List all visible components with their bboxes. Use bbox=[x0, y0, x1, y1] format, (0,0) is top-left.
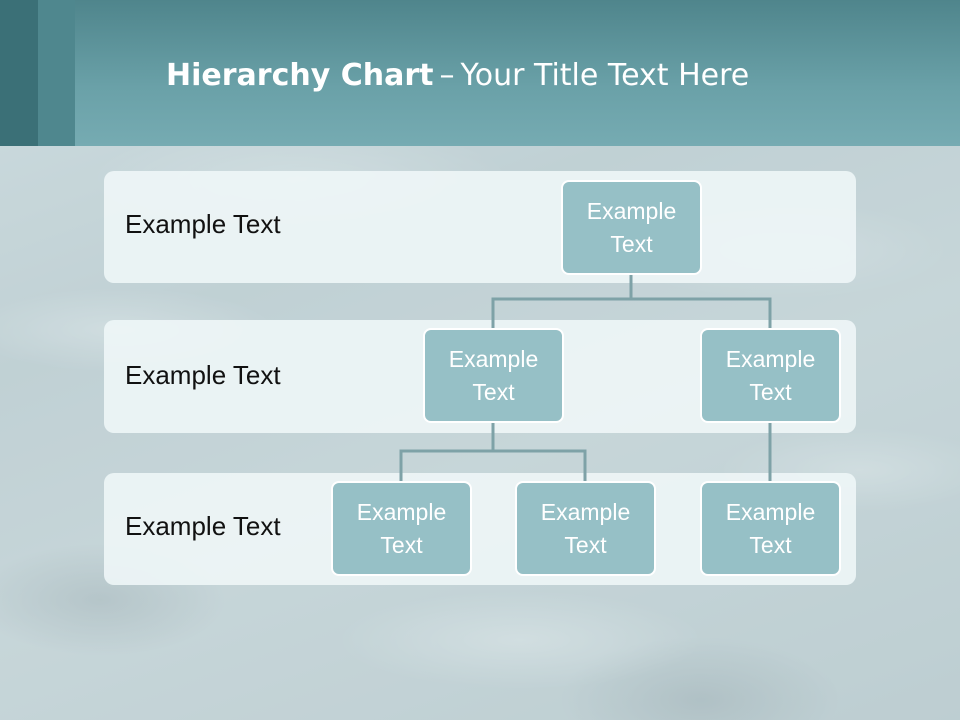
connector-midleft-to-leaves bbox=[399, 422, 587, 482]
level-2-label[interactable]: Example Text bbox=[125, 360, 281, 390]
title-bar: Hierarchy Chart–Your Title Text Here bbox=[0, 0, 960, 146]
node-leaf-3-text: Example Text bbox=[725, 498, 816, 558]
node-mid-right-text: Example Text bbox=[725, 345, 816, 405]
level-1-label[interactable]: Example Text bbox=[125, 209, 281, 239]
title-accent-strip bbox=[0, 0, 38, 146]
title-rest: Your Title Text Here bbox=[460, 58, 750, 93]
slide-title[interactable]: Hierarchy Chart–Your Title Text Here bbox=[166, 54, 749, 98]
level-3-label[interactable]: Example Text bbox=[125, 511, 281, 541]
node-leaf-2-text: Example Text bbox=[540, 498, 631, 558]
level-band-1: Example Text bbox=[104, 171, 856, 283]
node-mid-right[interactable]: Example Text bbox=[700, 328, 841, 423]
node-leaf-2[interactable]: Example Text bbox=[515, 481, 656, 576]
node-root-text: Example Text bbox=[586, 197, 677, 257]
title-accent-strip-2 bbox=[38, 0, 75, 146]
node-leaf-3[interactable]: Example Text bbox=[700, 481, 841, 576]
node-mid-left-text: Example Text bbox=[448, 345, 539, 405]
node-root[interactable]: Example Text bbox=[561, 180, 702, 275]
node-leaf-1[interactable]: Example Text bbox=[331, 481, 472, 576]
title-bold-part: Hierarchy Chart bbox=[166, 58, 434, 93]
node-leaf-1-text: Example Text bbox=[356, 498, 447, 558]
title-separator: – bbox=[439, 58, 455, 93]
connector-root-to-mid bbox=[491, 274, 772, 330]
node-mid-left[interactable]: Example Text bbox=[423, 328, 564, 423]
